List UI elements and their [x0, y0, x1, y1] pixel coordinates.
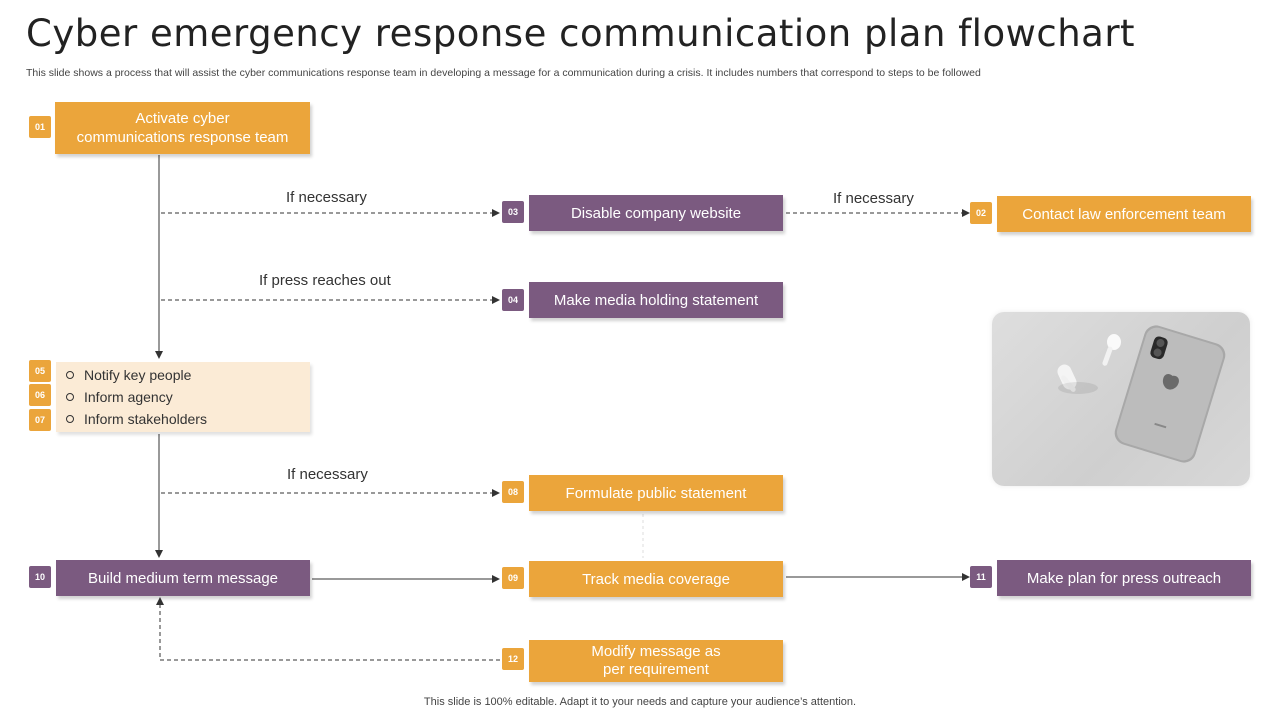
step-number-05: 05 — [29, 360, 51, 382]
edge-label-to-02: If necessary — [833, 190, 914, 207]
bullet-icon — [66, 371, 74, 379]
step-number-12: 12 — [502, 648, 524, 670]
page-title: Cyber emergency response communication p… — [26, 12, 1136, 55]
smartphone-icon — [1114, 325, 1226, 463]
step-10-box: Build medium term message — [56, 560, 310, 596]
step-09-box: Track media coverage — [529, 561, 783, 597]
footer-note: This slide is 100% editable. Adapt it to… — [423, 696, 857, 708]
step-number-03: 03 — [502, 201, 524, 223]
device-photo — [992, 312, 1250, 486]
bullet-icon — [66, 393, 74, 401]
steps-05-07-list: Notify key people Inform agency Inform s… — [56, 362, 310, 432]
step-01-label-line1: Activate cyber — [135, 110, 230, 127]
step-12-box: Modify message as per requirement — [529, 640, 783, 682]
earbuds-icon — [1057, 334, 1121, 394]
step-12-label-line2: per requirement — [603, 661, 709, 678]
step-01-box: Activate cyber communications response t… — [55, 102, 310, 154]
step-11-box: Make plan for press outreach — [997, 560, 1251, 596]
step-number-01: 01 — [29, 116, 51, 138]
list-item: Notify key people — [66, 364, 310, 386]
step-04-box: Make media holding statement — [529, 282, 783, 318]
step-number-07: 07 — [29, 409, 51, 431]
step-02-box: Contact law enforcement team — [997, 196, 1251, 232]
step-number-10: 10 — [29, 566, 51, 588]
step-03-box: Disable company website — [529, 195, 783, 231]
step-08-box: Formulate public statement — [529, 475, 783, 511]
page-subtitle: This slide shows a process that will ass… — [26, 67, 981, 79]
edge-label-to-03: If necessary — [286, 189, 367, 206]
edge-label-to-04: If press reaches out — [259, 272, 391, 289]
step-number-04: 04 — [502, 289, 524, 311]
step-number-06: 06 — [29, 384, 51, 406]
connector-12-10 — [156, 597, 500, 661]
step-number-09: 09 — [502, 567, 524, 589]
bullet-icon — [66, 415, 74, 423]
list-item: Inform stakeholders — [66, 408, 310, 430]
list-item: Inform agency — [66, 386, 310, 408]
step-number-02: 02 — [970, 202, 992, 224]
step-number-08: 08 — [502, 481, 524, 503]
step-01-label-line2: communications response team — [76, 129, 289, 146]
edge-label-to-08: If necessary — [287, 466, 368, 483]
step-number-11: 11 — [970, 566, 992, 588]
step-12-label-line1: Modify message as — [591, 643, 721, 660]
